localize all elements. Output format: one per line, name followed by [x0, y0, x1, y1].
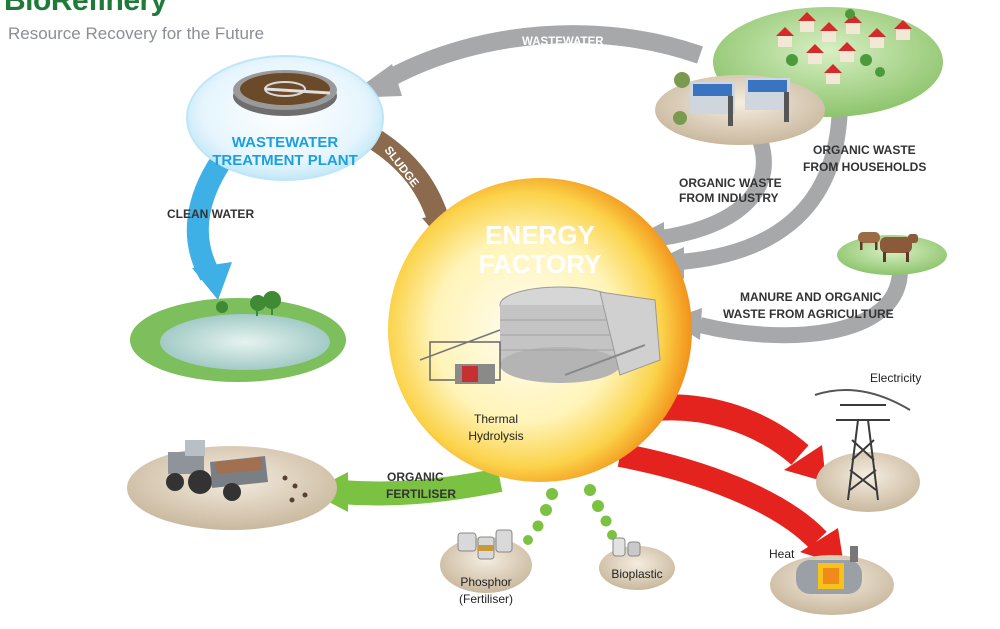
- phosphor-label-1: Phosphor: [460, 575, 511, 589]
- bioplastic-dots: [584, 484, 617, 540]
- industry-waste-arrow: [658, 137, 772, 246]
- cow-icon: [858, 232, 918, 262]
- biogas-arrowhead-electricity: [784, 445, 826, 482]
- bioplastic-label: Bioplastic: [611, 567, 662, 581]
- tractor-icon: [166, 440, 308, 503]
- wastewater-arrow: [385, 25, 703, 86]
- household-waste-label-2: FROM HOUSEHOLDS: [803, 160, 926, 174]
- tractor-node: [127, 440, 337, 530]
- phosphor-label-2: (Fertiliser): [459, 592, 513, 606]
- energy-factory-node: ENERGY FACTORY Thermal Hydrolysis: [388, 178, 692, 482]
- factory-title-1: ENERGY: [485, 220, 595, 250]
- power-pylon-icon: [814, 389, 911, 501]
- wwtp-title-1: WASTEWATER: [232, 134, 339, 151]
- electricity-label: Electricity: [870, 371, 921, 385]
- industry-waste-label-1: ORGANIC WASTE: [679, 176, 782, 190]
- wastewater-label: WASTEWATER: [522, 36, 604, 48]
- electricity-node: Electricity: [814, 371, 921, 512]
- industry-waste-label-2: FROM INDUSTRY: [679, 191, 779, 205]
- brand-title: BioRefinery: [4, 0, 167, 17]
- plastic-bottles-icon: [612, 537, 641, 557]
- biogas-arrow-heat: [617, 443, 827, 549]
- houses-icon: [776, 9, 912, 84]
- sludge-arrow: [362, 125, 451, 229]
- household-waste-label-1: ORGANIC WASTE: [813, 143, 916, 157]
- clean-water-arrowhead: [192, 262, 232, 300]
- fertiliser-label-1: ORGANIC: [387, 470, 444, 484]
- pond-icon: [216, 291, 281, 316]
- wwtp-title-2: TREATMENT PLANT: [212, 152, 358, 169]
- heat-label: Heat: [769, 547, 795, 561]
- agriculture-waste-arrow: [698, 269, 908, 344]
- industry-node: [655, 72, 825, 145]
- clarifier-tank-icon: [233, 70, 337, 116]
- agriculture-label-1: MANURE AND ORGANIC: [740, 290, 882, 304]
- thermal-label-1: Thermal: [474, 412, 518, 426]
- heat-node: Heat: [769, 546, 894, 615]
- phosphor-dots: [523, 488, 558, 545]
- tagline: Resource Recovery for the Future: [8, 24, 265, 43]
- clean-water-arrow: [186, 153, 232, 281]
- factory-icon: [673, 72, 790, 126]
- wwtp-node: WASTEWATER TREATMENT PLANT: [186, 55, 384, 181]
- clean-water-label: CLEAN WATER: [167, 207, 254, 221]
- digester-tank-icon: [419, 286, 661, 384]
- boiler-flame-icon: [796, 546, 862, 594]
- fertiliser-label-2: FERTILISER: [386, 487, 456, 501]
- household-waste-arrow: [679, 99, 848, 270]
- pond-node: [130, 291, 346, 382]
- thermal-label-2: Hydrolysis: [468, 429, 523, 443]
- agriculture-node: [837, 232, 947, 275]
- fertiliser-cans-icon: [457, 529, 513, 560]
- fertiliser-arrow: [339, 468, 503, 506]
- phosphor-node: Phosphor (Fertiliser): [440, 529, 532, 606]
- factory-title-2: FACTORY: [479, 249, 602, 279]
- bioplastic-node: Bioplastic: [599, 537, 675, 590]
- agriculture-label-2: WASTE FROM AGRICULTURE: [723, 307, 894, 321]
